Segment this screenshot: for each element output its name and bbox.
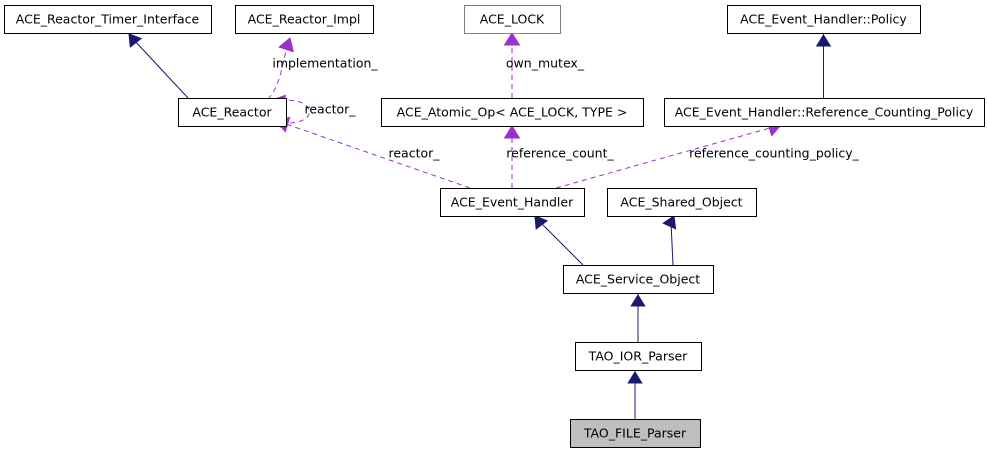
- class-node-tao_file_parser[interactable]: TAO_FILE_Parser: [570, 419, 701, 448]
- class-node-ace_reactor_impl[interactable]: ACE_Reactor_Impl: [235, 5, 374, 34]
- usage-arrowhead: [278, 37, 294, 53]
- class-node-ace_reactor[interactable]: ACE_Reactor: [178, 98, 287, 127]
- edge-event-handler-to-reactor: [275, 116, 471, 189]
- class-node-box[interactable]: [575, 342, 702, 371]
- class-node-ace_shared_object[interactable]: ACE_Shared_Object: [607, 188, 757, 217]
- class-node-label: ACE_Event_Handler: [451, 195, 574, 210]
- class-node-ace_event_handler_refcount_policy[interactable]: ACE_Event_Handler::Reference_Counting_Po…: [664, 98, 985, 127]
- inheritance-arrowhead: [630, 294, 646, 307]
- inheritance-arrowhead: [534, 215, 549, 230]
- inheritance-arrowhead: [815, 34, 832, 47]
- label-reactor-self: reactor_: [304, 102, 356, 117]
- edge-refcount-policy-to-policy: [815, 33, 832, 98]
- edge-file-parser-to-ior-parser: [627, 370, 643, 419]
- class-node-tao_ior_parser[interactable]: TAO_IOR_Parser: [575, 342, 702, 371]
- class-node-box[interactable]: [563, 265, 714, 294]
- class-node-label: ACE_LOCK: [480, 12, 545, 27]
- class-node-box[interactable]: [664, 98, 985, 127]
- class-node-box[interactable]: [440, 188, 585, 217]
- edge-ior-parser-to-service-object: [630, 293, 646, 342]
- inheritance-arrowhead: [128, 33, 143, 48]
- edge-reactor-to-timer-interface: [128, 33, 189, 99]
- edge-service-object-to-event-handler: [534, 215, 584, 266]
- usage-arrowhead: [503, 125, 521, 139]
- class-node-label: ACE_Service_Object: [576, 272, 700, 287]
- edge-service-object-to-shared-object: [662, 215, 677, 266]
- class-node-ace_service_object[interactable]: ACE_Service_Object: [563, 265, 714, 294]
- class-node-label: ACE_Atomic_Op< ACE_LOCK, TYPE >: [397, 105, 628, 120]
- inheritance-arrowhead: [627, 371, 643, 384]
- inheritance-arrowhead: [662, 215, 677, 230]
- class-node-box[interactable]: [178, 98, 287, 127]
- usage-arrowhead: [503, 32, 521, 46]
- class-node-label: ACE_Reactor_Impl: [248, 12, 361, 27]
- class-node-ace_atomic_op[interactable]: ACE_Atomic_Op< ACE_LOCK, TYPE >: [381, 98, 644, 127]
- class-node-label: ACE_Reactor: [192, 105, 272, 120]
- class-node-ace_event_handler_policy[interactable]: ACE_Event_Handler::Policy: [727, 5, 921, 34]
- class-node-ace_lock[interactable]: ACE_LOCK: [464, 5, 561, 34]
- label-own-mutex: own_mutex_: [506, 56, 585, 71]
- class-node-ace_event_handler[interactable]: ACE_Event_Handler: [440, 188, 585, 217]
- class-node-label: TAO_IOR_Parser: [588, 349, 689, 364]
- label-reference-count: reference_count_: [506, 146, 614, 161]
- class-node-label: ACE_Reactor_Timer_Interface: [16, 12, 200, 27]
- class-node-label: ACE_Shared_Object: [620, 195, 742, 210]
- class-node-box[interactable]: [727, 5, 921, 34]
- class-node-box[interactable]: [381, 98, 644, 127]
- edges-layer: [128, 32, 832, 419]
- class-node-box[interactable]: [4, 5, 212, 34]
- edge-event-handler-to-atomic-op: [503, 125, 521, 188]
- label-reference-counting-policy: reference_counting_policy_: [689, 146, 860, 161]
- class-node-label: ACE_Event_Handler::Reference_Counting_Po…: [675, 105, 974, 120]
- edge-labels-layer: implementation_ reactor_ reactor_ own_mutex…: [272, 56, 859, 161]
- class-node-ace_reactor_timer_interface[interactable]: ACE_Reactor_Timer_Interface: [4, 5, 212, 34]
- label-reactor-handler: reactor_: [388, 146, 440, 161]
- edge-reactor-to-reactor-impl: [267, 37, 294, 100]
- label-implementation: implementation_: [272, 56, 378, 71]
- class-node-box[interactable]: [570, 419, 701, 448]
- class-node-label: TAO_FILE_Parser: [583, 426, 687, 441]
- class-node-box[interactable]: [464, 5, 561, 34]
- class-node-box[interactable]: [235, 5, 374, 34]
- edge-atomic-op-to-lock: [503, 32, 521, 98]
- nodes-layer: ACE_Reactor_Timer_Interface ACE_Reactor_I…: [4, 5, 985, 448]
- class-node-box[interactable]: [607, 188, 757, 217]
- class-node-label: ACE_Event_Handler::Policy: [740, 12, 907, 27]
